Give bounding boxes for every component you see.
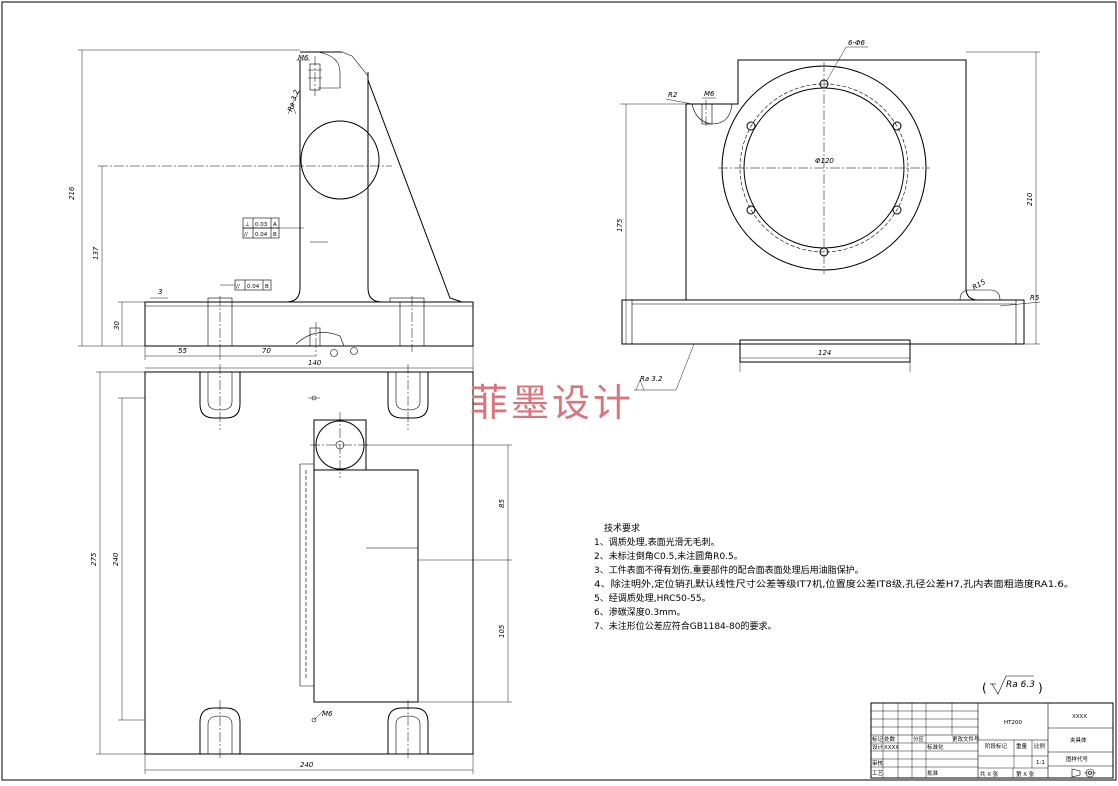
side-base (621, 299, 1025, 345)
front-upright-left (285, 60, 301, 303)
thread-m6-side: M6 (704, 90, 715, 98)
general-roughness: ( Ra 6.3 ) (982, 675, 1043, 695)
front-base (144, 301, 474, 347)
tb-stage: 阶段标记 (985, 742, 1008, 750)
dim-r15: R15 (971, 278, 987, 292)
side-view (621, 59, 1025, 363)
front-rib (367, 79, 463, 303)
tb-sheets-total: 共 X 张 (980, 770, 999, 778)
svg-text:(: ( (982, 681, 987, 695)
front-view (98, 51, 474, 357)
tech-note-1: 1、调质处理,表面光滑无毛刺。 (594, 536, 720, 548)
gdt-par-symbol: // (244, 232, 248, 238)
projection-symbol-icon (1071, 768, 1096, 778)
dim-30: 30 (113, 321, 121, 330)
dim-70: 70 (262, 347, 271, 355)
tb-drawing-no: 图样代号 (1066, 755, 1089, 763)
side-body (685, 59, 979, 301)
tb-designer-name: XXXX (884, 745, 899, 751)
tb-company: XXXX (1072, 714, 1087, 720)
dim-124: 124 (818, 349, 831, 357)
tb-process: 工艺 (872, 770, 884, 777)
tech-note-7: 7、未注形位公差应符合GB1184-80的要求。 (594, 620, 776, 632)
tech-note-2: 2、未标注倒角C0.5,未注圆角R0.5。 (594, 550, 743, 562)
gdt-perp-datum: A (273, 222, 277, 228)
dim-r2: R2 (668, 91, 678, 99)
technical-notes: 技术要求 1、调质处理,表面光滑无毛刺。 2、未标注倒角C0.5,未注圆角R0.… (594, 522, 1074, 632)
gdt-flat-value: 0.04 (247, 284, 260, 290)
dim-175: 175 (616, 218, 624, 232)
tb-weight: 重量 (1016, 742, 1028, 750)
tb-material: HT200 (1004, 720, 1022, 726)
general-roughness-value: Ra 6.3 (1006, 680, 1035, 690)
tb-designer-label: 设计 (872, 743, 884, 751)
tb-scale: 1:1 (1036, 760, 1045, 766)
top-view: M6 (144, 364, 474, 760)
thread-m6-top: M6 (298, 54, 309, 62)
top-upright (313, 469, 419, 703)
tb-row-change: 更改文件号 (952, 735, 980, 743)
top-outline (144, 371, 474, 755)
tb-approve: 批准 (927, 769, 939, 777)
side-dimensions: 210 175 Φ120 6-Φ6 124 R2 M6 R15 R5 Ra 3.… (616, 39, 1041, 391)
dim-240-length: 240 (112, 552, 120, 566)
tb-standard: 标准化 (927, 743, 944, 751)
gdt-perp-symbol: ⊥ (245, 222, 250, 228)
dim-105: 105 (498, 624, 506, 638)
gdt-flat-datum: B (265, 284, 269, 290)
gdt-perp-value: 0.03 (255, 222, 268, 228)
dim-pcd-120: Φ120 (815, 157, 834, 165)
bolt-holes (746, 79, 902, 257)
tech-note-4: 4、除注明外,定位销孔默认线性尺寸公差等级IT7机,位置度公差IT8级,孔径公差… (594, 578, 1074, 590)
dim-85: 85 (498, 499, 506, 508)
dim-3: 3 (158, 288, 162, 296)
tb-sheet-no: 第 X 张 (1016, 770, 1035, 778)
dim-55: 55 (178, 347, 187, 355)
dim-275: 275 (90, 552, 98, 566)
watermark: 菲墨设计 (470, 381, 634, 425)
thread-m6-top-view: M6 (322, 710, 333, 718)
tb-ratio: 比例 (1034, 742, 1046, 750)
dim-137: 137 (92, 246, 100, 260)
dim-r5: R5 (1030, 294, 1040, 302)
tb-row-zone: 分区 (913, 735, 925, 743)
tech-notes-title: 技术要求 (604, 522, 640, 534)
roughness-front-top: Ra 3.2 (286, 88, 301, 112)
top-dimensions: 240 275 240 85 105 (90, 371, 512, 774)
title-block: 标记 处数 分区 更改文件号 设计 XXXX 标准化 审核 工艺 批准 HT20… (870, 702, 1114, 779)
dim-216: 216 (68, 186, 76, 200)
tech-note-3: 3、工件表面不得有划伤,重要部件的配合面表面处理后用油脂保护。 (594, 564, 864, 576)
front-dimensions: 216 137 30 3 55 70 140 M6 Ra 3.2 (68, 49, 474, 372)
svg-text:): ) (1038, 681, 1043, 695)
gdt-par-datum: B (273, 232, 277, 238)
front-upright-right (367, 72, 383, 303)
roughness-side: Ra 3.2 (640, 375, 663, 383)
dim-140: 140 (308, 359, 322, 367)
dim-210: 210 (1026, 192, 1034, 206)
front-bore (300, 120, 380, 200)
tech-note-6: 6、渗碳深度0.3mm。 (594, 606, 686, 618)
tech-note-5: 5、经调质处理,HRC50-55。 (594, 592, 711, 604)
tb-review: 审核 (872, 759, 884, 767)
tb-row-mark: 标记 (872, 735, 884, 743)
side-bottom-boss (739, 339, 911, 363)
gdt-par-value: 0.04 (255, 232, 268, 238)
gdt-frames: ⊥ 0.03 A // 0.04 B // 0.04 B (220, 217, 304, 291)
dim-240-width: 240 (300, 761, 314, 769)
gdt-flat-symbol: // (236, 284, 240, 290)
tb-part-name: 夹具体 (1070, 736, 1087, 744)
tb-row-count: 处数 (884, 735, 896, 743)
dim-6-holes: 6-Φ6 (848, 39, 865, 47)
